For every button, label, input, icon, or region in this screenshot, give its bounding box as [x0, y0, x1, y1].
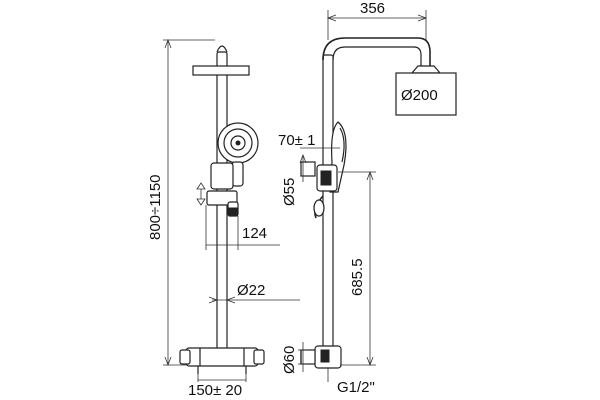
side-slider-knob [320, 170, 332, 186]
dim-inlet-spacing: 150± 20 [188, 382, 242, 399]
front-thermostatic-mixer [179, 347, 265, 367]
side-head-connector [410, 65, 442, 74]
side-riser-pipe [322, 54, 334, 356]
dim-slider-diameter: Ø55 [281, 178, 298, 206]
dim-hand-shower-offset: 70± 1 [278, 132, 315, 149]
dim-height-range: 800÷1150 [147, 174, 164, 240]
dim-riser-height: 685.5 [349, 258, 366, 296]
side-hose-nut [313, 199, 325, 217]
side-hand-shower-face [339, 127, 345, 163]
front-riser-top [216, 45, 228, 53]
front-dimension-lines [163, 38, 300, 382]
side-head-shower [395, 72, 457, 116]
dim-inlet-thread: G1/2" [337, 379, 375, 396]
dim-head-diameter: Ø200 [401, 87, 438, 104]
dim-riser-diameter: Ø22 [237, 282, 265, 299]
side-upper-bracket [300, 161, 316, 177]
front-view [179, 45, 265, 374]
side-mixer-dark [320, 349, 330, 363]
front-hand-shower [217, 122, 259, 187]
dim-arm-reach: 356 [360, 0, 385, 17]
front-slider-arrows [196, 182, 206, 206]
side-shower-arm [322, 37, 431, 66]
dim-slider-offset: 124 [242, 225, 267, 242]
front-slider [206, 162, 239, 217]
dim-bracket-diameter: Ø60 [281, 346, 298, 374]
front-head-shower [192, 65, 250, 76]
side-shower-arm-inner [332, 46, 422, 66]
side-dimension-lines [298, 10, 428, 382]
side-view [300, 37, 457, 369]
